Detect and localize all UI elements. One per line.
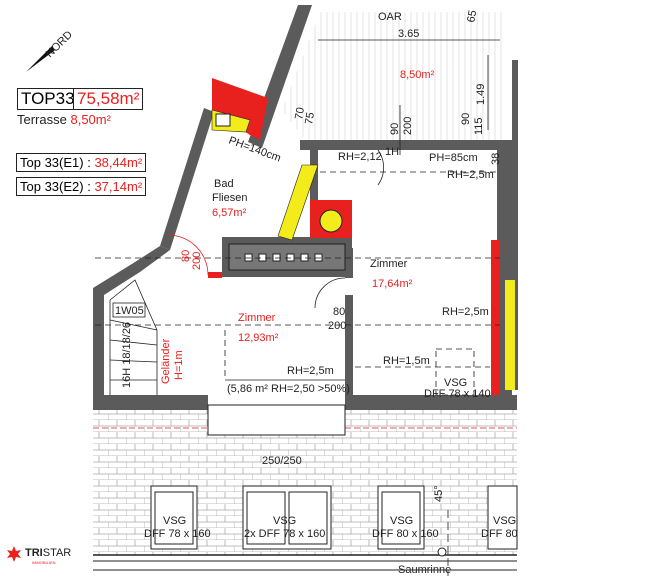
room1-rh: RH=2,5m [442,306,489,318]
e1-label: Top 33(E1) : [20,155,91,170]
dim-70: 70 [293,106,307,120]
window-3-l1: VSG [390,515,413,527]
stair-steps: 16H 18/18/26 [121,322,133,388]
e2-box: Top 33(E2) : 37,14m² [16,177,147,196]
room2-door-w: 80 [333,306,345,318]
window-4-l2: DFF 80 [481,528,518,540]
e2-area: 37,14m² [94,179,143,194]
door-swings [167,149,384,309]
bath-finish: Fliesen [212,192,247,204]
bath-door-w: 80 [180,250,192,262]
room1-rh15: RH=1,5m [383,355,430,367]
room1-name: Zimmer [370,258,408,270]
chimney-vents [228,243,346,271]
unit-name: TOP33 [21,89,75,108]
stair-code: 1W05 [115,305,144,317]
rh-25-top: RH=2,5m [447,169,494,181]
bath-door-h: 200 [191,252,203,270]
room2-rh: RH=2,5m [287,365,334,377]
terrace-depth: 1.49 [475,84,487,105]
room1-area: 17,64m² [372,278,413,290]
dim-90a: 90 [389,123,401,135]
e1-box: Top 33(E1) : 38,44m² [16,153,147,172]
dim-200a: 200 [402,117,414,135]
roof-angle: 45° [433,485,445,502]
room2-door-h: 200 [328,320,346,332]
rh-212: RH=2,12 [338,151,382,163]
north-arrow-icon [26,46,55,72]
unit-area-box: 75,58m² [73,88,144,110]
room2-note: (5,86 m² RH=2,50 >50%) [227,383,350,395]
window-2-l2: 2x DFF 78 x 160 [244,528,325,540]
bath-name: Bad [214,178,234,190]
window-2-l1: VSG [273,515,296,527]
terrace-legend: Terrasse 8,50m² [17,112,111,127]
dormer-l1: VSG [444,377,467,389]
e1-area: 38,44m² [94,155,143,170]
unit-area: 75,58m² [77,89,140,108]
window-1-l2: DFF 78 x 160 [144,528,211,540]
h1-label: 1H [385,146,399,158]
staircase [109,279,158,395]
tristar-logo-icon [7,546,21,562]
ph-85: PH=85cm [429,152,478,164]
brand-name-b: STAR [42,547,72,559]
unit-name-box: TOP33 [17,88,79,110]
room2-name: Zimmer [238,312,276,324]
e2-label: Top 33(E2) : [20,179,91,194]
dimension-lines [318,39,500,155]
terrace-legend-area: 8,50m² [70,112,111,127]
dim-38: 38 [490,153,502,165]
window-1-l1: VSG [163,515,186,527]
dim-115: 115 [473,117,485,135]
window-3-l2: DFF 80 x 160 [372,528,439,540]
north-label: NORD [44,29,75,60]
brand-name-a: TRI [25,547,43,559]
dim-65: 65 [465,9,479,23]
dim-90b: 90 [460,113,472,125]
terrace-legend-label: Terrasse [17,112,67,127]
railing-height: H=1m [173,350,185,380]
window-4-l1: VSG [493,515,516,527]
room2-area: 12,93m² [238,332,279,344]
dim-75: 75 [303,111,317,125]
railing-label: Geländer [160,338,172,384]
terrace-width: 3.65 [398,28,419,40]
roof-windows [150,485,518,550]
brand-sub: IMMOBILIEN [32,560,56,565]
bath-area: 6,57m² [212,207,247,219]
oar-label: OAR [378,11,402,23]
dormer-l2: DFF 78 x 140 [424,388,491,400]
terrace-area [282,12,505,140]
gutter-label: Saumrinne [398,564,451,576]
terrace-area-label: 8,50m² [400,69,435,81]
brand-logo-text: TRISTAR [25,547,71,559]
roof-opening: 250/250 [262,455,302,467]
